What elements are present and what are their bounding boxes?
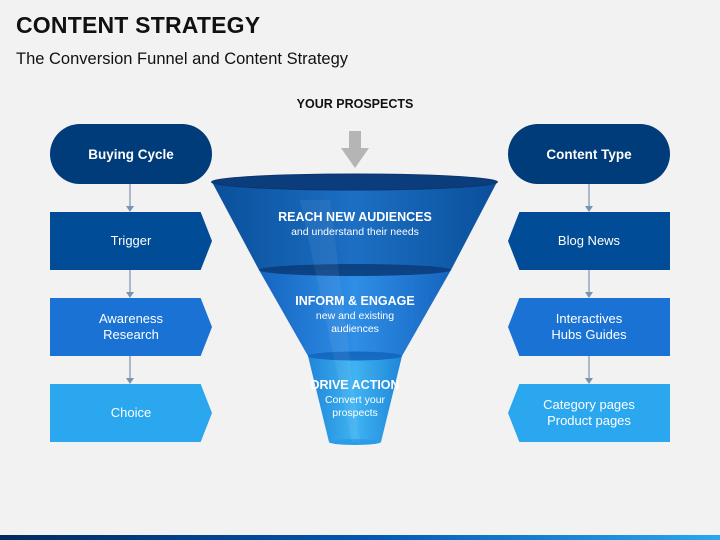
funnel-stage-2: INFORM & ENGAGE new and existing audienc… (265, 294, 445, 336)
funnel-stage-1-title: REACH NEW AUDIENCES (278, 210, 432, 224)
funnel-top-label: YOUR PROSPECTS (296, 97, 414, 111)
down-arrow-icon (341, 131, 369, 168)
content-type-item-interactives: Interactives Hubs Guides (508, 298, 670, 356)
funnel-rim-mid2 (308, 351, 402, 361)
funnel-rim-bottom (329, 439, 381, 445)
funnel-band-1 (212, 182, 497, 270)
bottom-accent-bar (0, 535, 720, 540)
funnel-stage-2-description: new and existing audiences (315, 310, 395, 335)
funnel-stage-1: REACH NEW AUDIENCES and understand their… (265, 210, 445, 239)
buying-cycle-item-trigger: Trigger (50, 212, 212, 270)
content-type-item-blog: Blog News (508, 212, 670, 270)
funnel-band-2 (259, 270, 451, 356)
funnel-stage-3-description: Convert your prospects (324, 394, 386, 419)
buying-cycle-header: Buying Cycle (50, 124, 212, 184)
page-subtitle: The Conversion Funnel and Content Strate… (16, 50, 349, 68)
funnel-stage-1-description: and understand their needs (291, 226, 419, 238)
funnel-stage-2-title: INFORM & ENGAGE (295, 294, 415, 308)
right-connectors (585, 184, 593, 384)
funnel-band-3 (308, 356, 402, 442)
content-type-item-category: Category pages Product pages (508, 384, 670, 442)
funnel-highlight (300, 200, 360, 442)
funnel-stage-3-title: DRIVE ACTION (310, 378, 400, 392)
buying-cycle-item-choice: Choice (50, 384, 212, 442)
page-title: CONTENT STRATEGY (16, 12, 261, 38)
buying-cycle-item-awareness: Awareness Research (50, 298, 212, 356)
left-connectors (126, 184, 134, 384)
content-type-header: Content Type (508, 124, 670, 184)
funnel-rim-mid1 (259, 264, 451, 276)
funnel-rim-top (211, 173, 498, 191)
funnel-stage-3: DRIVE ACTION Convert your prospects (265, 378, 445, 420)
